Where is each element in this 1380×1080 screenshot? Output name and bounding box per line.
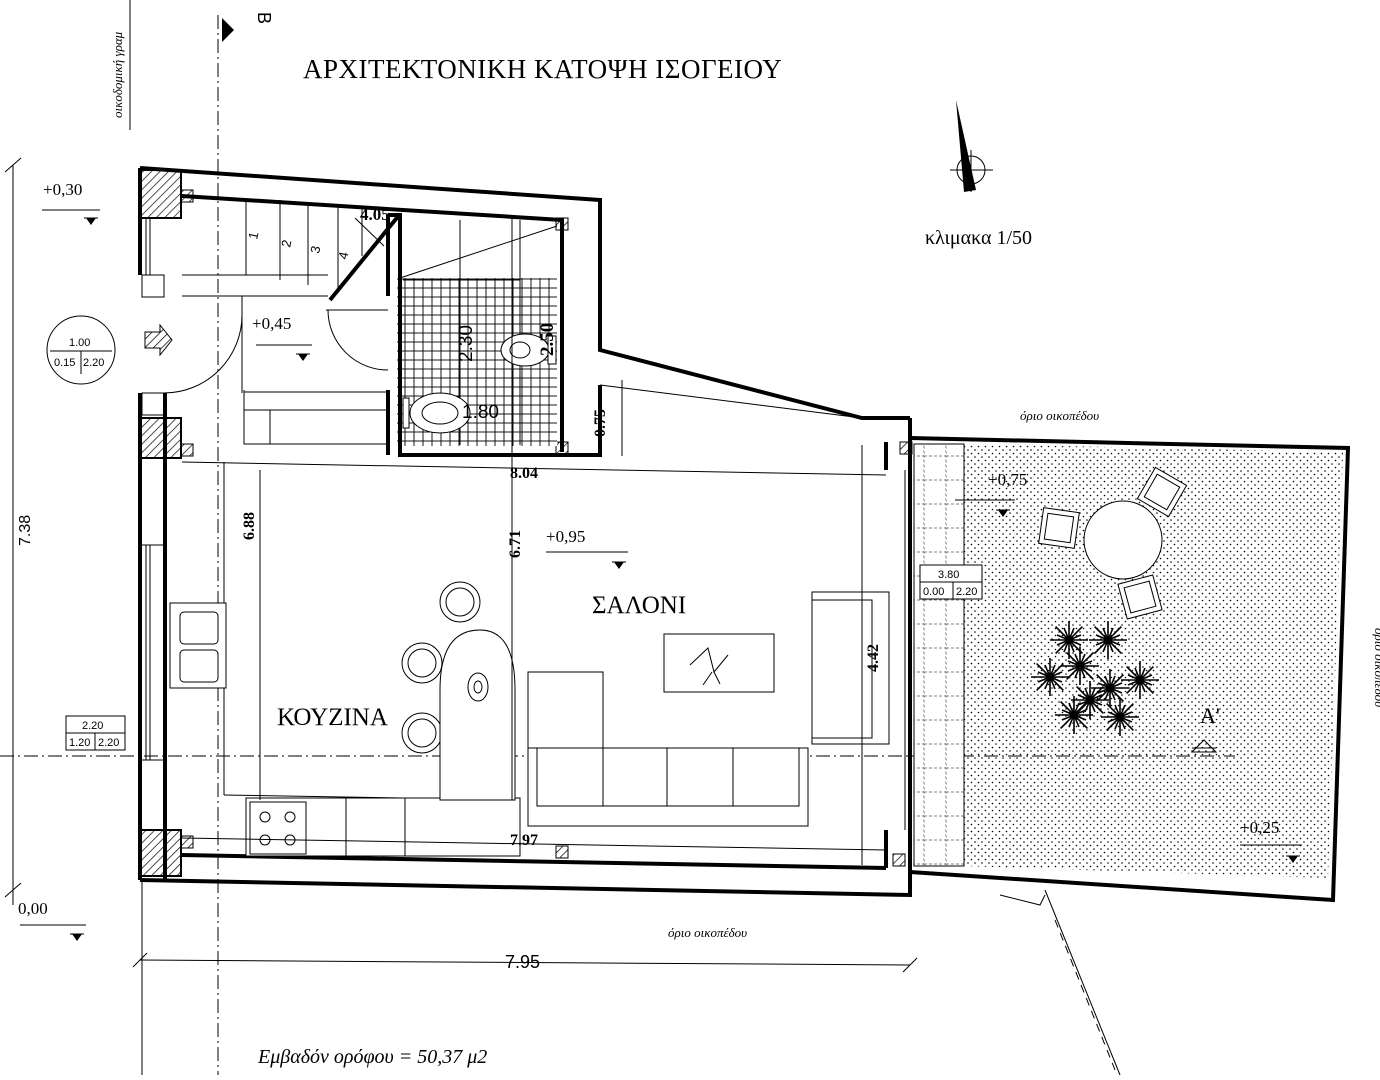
kitchen-island: [439, 629, 516, 801]
svg-text:+0,75: +0,75: [988, 470, 1027, 489]
level-marker: +0,30: [42, 180, 100, 225]
stair-step: 1: [245, 230, 261, 240]
dim-7-95: 7.95: [505, 952, 540, 972]
svg-text:3.80: 3.80: [938, 569, 959, 581]
section-b-arrow-icon: [222, 18, 234, 42]
dim-1-80: 1.80: [462, 402, 499, 423]
svg-text:2.20: 2.20: [82, 720, 103, 732]
svg-text:0.00: 0.00: [923, 586, 944, 598]
kitchen-sink: [169, 602, 227, 689]
plot-boundary-label: όριο οικοπέδου: [668, 925, 747, 940]
dim-6-88: 6.88: [241, 512, 258, 540]
garden-table: [1083, 500, 1163, 580]
entry-arrow-icon: [144, 323, 173, 357]
stair-step: 2: [278, 238, 294, 248]
north-arrow-icon: [950, 100, 993, 192]
armchair: [811, 591, 890, 745]
door-tag: 1.00 0.15 2.20: [46, 315, 116, 385]
level-marker: +0,75: [955, 470, 1027, 517]
building-line-text: οικοδομική γραμ: [110, 31, 125, 118]
sofa: [527, 671, 809, 827]
palm-plant-icon: [1061, 647, 1099, 685]
level-marker: +0,95: [546, 527, 628, 569]
garden-door-tag: 3.80 0.00 2.20: [919, 564, 983, 600]
svg-text:2.20: 2.20: [83, 357, 104, 369]
column: [140, 417, 182, 459]
svg-text:+0,45: +0,45: [252, 314, 291, 333]
palm-plant-icon: [1089, 621, 1127, 659]
dim-7-97: 7.97: [510, 832, 538, 849]
svg-text:+0,30: +0,30: [43, 180, 82, 199]
dim-8-04: 8.04: [510, 465, 538, 482]
level-marker: +0,25: [1240, 818, 1302, 863]
svg-text:0.15: 0.15: [54, 357, 75, 369]
coffee-table: [663, 633, 775, 693]
plot-boundary-label: όριο οικοπέδου: [1372, 628, 1380, 707]
plot-boundary-label: όριο οικοπέδου: [1020, 408, 1099, 423]
palm-plant-icon: [1101, 698, 1139, 736]
entrance-door: [163, 314, 243, 394]
building-line-label: B: [254, 12, 274, 24]
svg-text:+0,25: +0,25: [1240, 818, 1279, 837]
garden-chair: [1136, 466, 1188, 518]
palm-plant-icon: [1031, 658, 1069, 696]
stair-step: 3: [307, 244, 323, 254]
level-marker: 0,00: [18, 899, 86, 941]
stair-step: 4: [335, 250, 351, 260]
palm-plant-icon: [1050, 621, 1088, 659]
svg-text:0,00: 0,00: [18, 899, 48, 918]
garden-area: [963, 444, 1343, 878]
palm-plant-icon: [1071, 681, 1109, 719]
dim-6-71: 6.71: [507, 530, 524, 558]
dim-2-30: 2.30: [456, 325, 477, 362]
svg-text:2.20: 2.20: [956, 586, 977, 598]
room-label-living: ΣΑΛΟΝΙ: [592, 592, 686, 619]
floor-area: Εμβαδόν ορόφου = 50,37 μ2: [257, 1046, 487, 1068]
svg-text:1.00: 1.00: [69, 337, 90, 349]
kitchen-counter: [245, 797, 521, 857]
level-marker: +0,45: [252, 314, 312, 361]
palm-plant-icon: [1121, 661, 1159, 699]
column: [140, 169, 182, 219]
paver-strip: [913, 443, 965, 867]
column: [140, 829, 182, 877]
window-tag: 2.20 1.20 2.20: [65, 715, 126, 751]
svg-text:2.20: 2.20: [98, 737, 119, 749]
svg-text:+0,95: +0,95: [546, 527, 585, 546]
room-label-kitchen: ΚΟΥΖΙΝΑ: [277, 704, 388, 731]
plan-title: ΑΡΧΙΤΕΚΤΟΝΙΚΗ ΚΑΤΟΨΗ ΙΣΟΓΕΙΟΥ: [303, 54, 782, 84]
svg-text:1.20: 1.20: [69, 737, 90, 749]
sink: [409, 392, 471, 434]
garden-plants: [1031, 621, 1159, 736]
garden-chair: [1038, 507, 1080, 549]
north-wall: [139, 166, 910, 420]
dim-4-05: 4.05: [360, 205, 390, 224]
scale-label: κλιμακα 1/50: [925, 227, 1032, 249]
dim-7-38: 7.38: [17, 515, 34, 546]
dim-0-75: 0.75: [592, 409, 609, 437]
garden-chair: [1117, 574, 1163, 620]
palm-plant-icon: [1055, 696, 1093, 734]
south-wall: [139, 830, 912, 898]
dim-4-42: 4.42: [865, 644, 882, 672]
dim-2-50: 2.50: [537, 323, 558, 356]
palm-plant-icon: [1091, 669, 1129, 707]
